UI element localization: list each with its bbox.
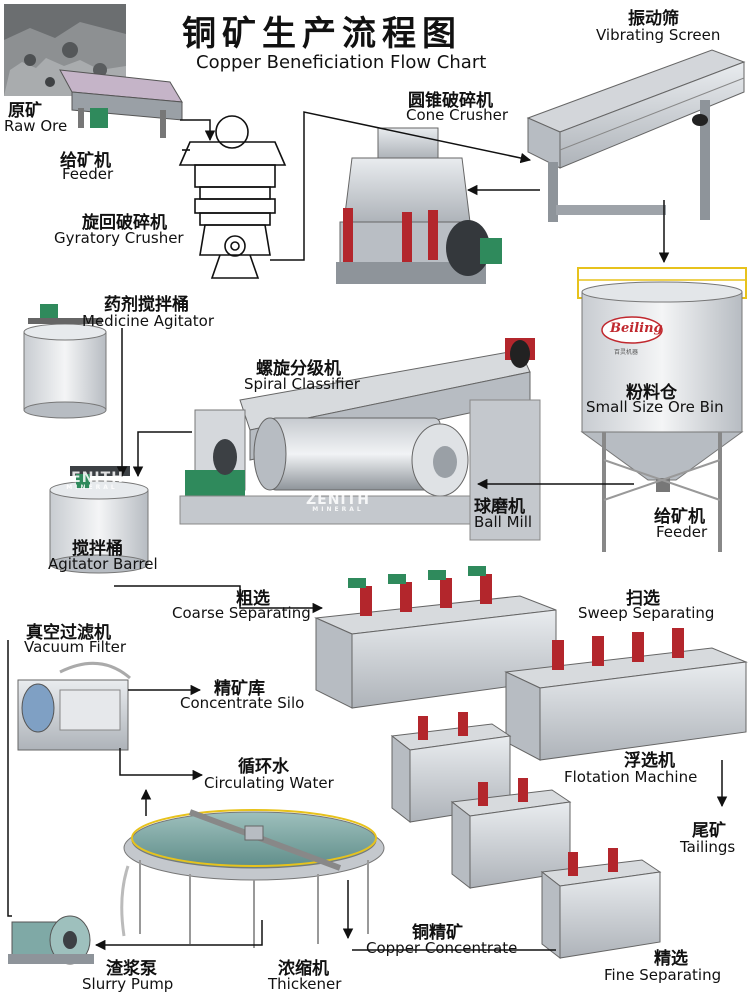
small-size-ore-bin-machine [577,267,747,552]
label-concentrate-silo-en: Concentrate Silo [180,694,305,712]
medicine-agitator-machine [23,304,107,419]
label-spiral-classifier-en: Spiral Classifier [244,375,360,393]
label-vibrating-screen-en: Vibrating Screen [596,26,721,44]
label-cone-crusher-zh: 圆锥破碎机 [408,91,493,111]
label-tailings-en: Tailings [680,838,736,856]
label-medicine-agitator-zh: 药剂搅拌桶 [104,295,189,315]
arrow-feeder-to-crusher [180,119,216,142]
arrow-to-circulating-water [119,748,204,781]
agitator-barrel-machine [49,466,149,574]
label-sweep-separating-en: Sweep Separating [578,604,715,622]
label-feeder-mid-zh: 给矿机 [654,507,705,527]
label-vacuum-filter-en: Vacuum Filter [24,638,127,656]
gyratory-crusher-drawing [178,115,287,279]
label-fine-separating-zh: 精选 [654,949,688,969]
label-raw-ore-zh: 原矿 [8,101,42,121]
label-copper-concentrate-zh: 铜精矿 [412,923,463,943]
label-small-size-ore-bin-en: Small Size Ore Bin [586,398,724,416]
label-spiral-classifier-zh: 螺旋分级机 [256,359,341,379]
label-agitator-barrel-zh: 搅拌桶 [72,539,123,559]
vibrating-screen-machine [526,49,746,222]
label-medicine-agitator-en: Medicine Agitator [82,312,215,330]
label-circulating-water-zh: 循环水 [238,757,289,777]
label-agitator-barrel-en: Agitator Barrel [48,555,158,573]
title-en: Copper Beneficiation Flow Chart [196,52,487,73]
label-small-size-ore-bin-zh: 粉料仓 [626,383,677,403]
label-flotation-machine-zh: 浮选机 [624,751,675,771]
label-coarse-separating-zh: 粗选 [236,589,270,609]
vacuum-filter-machine [17,661,131,751]
label-ball-mill-zh: 球磨机 [474,497,525,517]
label-thickener-en: Thickener [268,975,342,993]
arrow-crusher-to-screen [270,111,532,261]
feeder-top-machine [59,69,183,138]
cone-crusher-machine [336,127,502,284]
arrow-pump-to-filter [7,640,12,917]
arrow-classifier-to-agitator [132,431,192,478]
bin-brand-subtext: 百灵机器 [614,349,639,356]
label-feeder-top-en: Feeder [62,165,114,183]
label-raw-ore-en: Raw Ore [4,117,68,135]
label-thickener-zh: 浓缩机 [278,959,329,979]
label-cone-crusher-en: Cone Crusher [406,106,509,124]
label-vacuum-filter-zh: 真空过滤机 [26,623,111,643]
label-coarse-separating-en: Coarse Separating [172,604,311,622]
label-feeder-mid-en: Feeder [656,523,708,541]
thickener-machine [120,809,385,948]
flow-arrows [7,111,728,951]
label-copper-concentrate-en: Copper Concentrate [366,939,518,957]
bin-brand-logo: Beiling [610,321,663,336]
label-sweep-separating-zh: 扫选 [626,589,660,609]
sweep-separating-machine [504,628,748,761]
ball-mill-machine [179,417,471,525]
arrow-agitator-to-coarse [114,585,324,614]
flotation-machine-cells [390,712,662,960]
label-feeder-top-zh: 给矿机 [60,151,111,171]
label-concentrate-silo-zh: 精矿库 [214,679,265,699]
label-tailings-zh: 尾矿 [692,821,726,841]
label-fine-separating-en: Fine Separating [604,966,722,984]
slurry-pump-machine [8,915,94,965]
label-gyratory-crusher-en: Gyratory Crusher [54,229,184,247]
label-flotation-machine-en: Flotation Machine [564,768,698,786]
label-vibrating-screen-zh: 振动筛 [628,9,679,29]
arrow-thickener-to-pump [94,920,263,951]
label-slurry-pump-en: Slurry Pump [82,975,174,993]
label-slurry-pump-zh: 渣浆泵 [106,959,157,979]
coarse-separating-machine [314,566,557,709]
label-ball-mill-en: Ball Mill [474,513,533,531]
title-zh: 铜矿生产流程图 [182,14,462,54]
label-circulating-water-en: Circulating Water [204,774,334,792]
label-gyratory-crusher-zh: 旋回破碎机 [82,213,167,233]
